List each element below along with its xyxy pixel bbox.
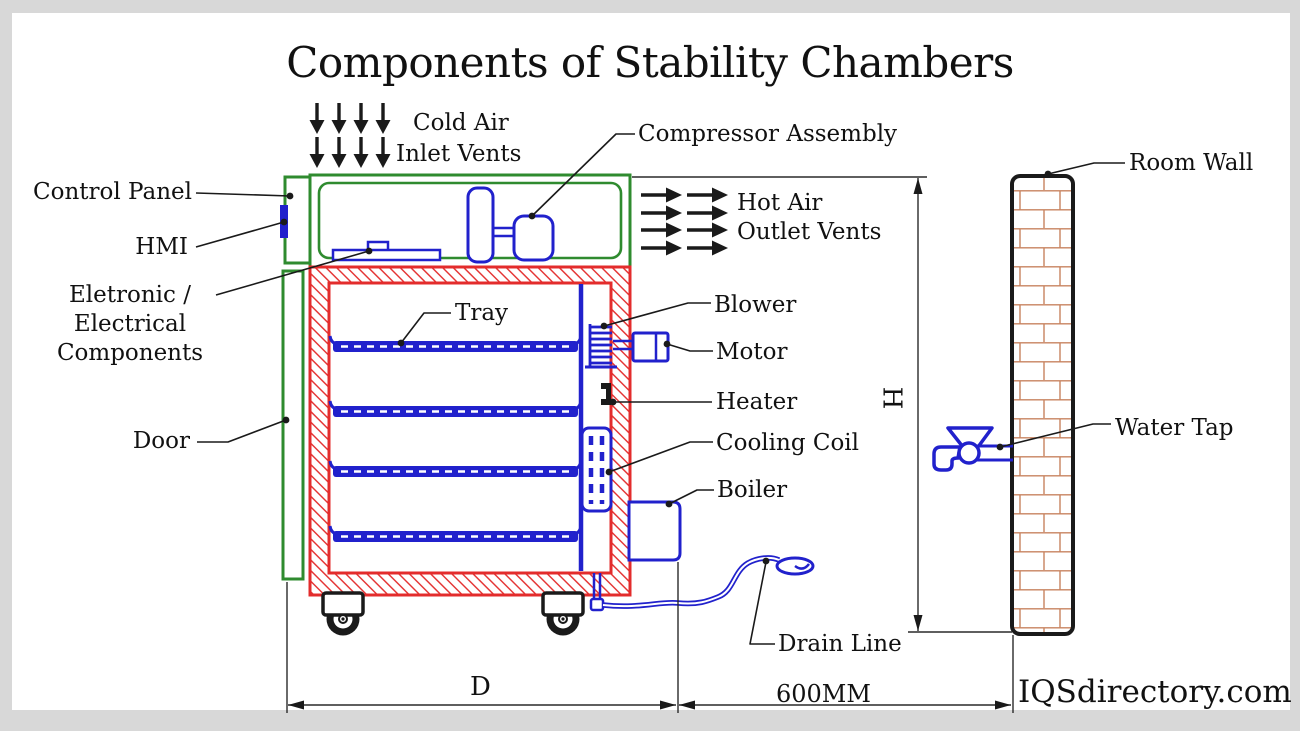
- cooling-coil-shape: [580, 426, 613, 513]
- label-room-wall: Room Wall: [1129, 150, 1254, 176]
- label-inlet-vents: Inlet Vents: [396, 141, 522, 167]
- label-electronic-line3: Components: [56, 340, 204, 366]
- boiler-shape: [627, 500, 682, 562]
- room-wall-shape: [1010, 174, 1075, 636]
- label-heater: Heater: [716, 389, 798, 415]
- heater-shape: [601, 383, 611, 405]
- water-tap-shape: [932, 426, 1013, 472]
- caster-left: [321, 591, 365, 638]
- label-hot-air: Hot Air: [737, 190, 823, 216]
- drain-line-pipe: [589, 555, 815, 612]
- dimension-label-600mm: 600MM: [776, 680, 871, 708]
- label-electronic-components: Eletronic / Electrical Components: [40, 281, 220, 368]
- dimension-d: [286, 582, 676, 713]
- label-cooling-coil: Cooling Coil: [716, 430, 860, 456]
- dimension-label-d: D: [470, 672, 491, 702]
- caster-right: [541, 591, 585, 638]
- label-hmi: HMI: [135, 234, 188, 260]
- label-compressor-assembly: Compressor Assembly: [638, 121, 898, 147]
- cold-air-arrows: [307, 101, 393, 170]
- electronics-module: [331, 240, 442, 262]
- label-electronic-line2: Electrical: [73, 311, 187, 337]
- label-control-panel: Control Panel: [33, 179, 192, 205]
- diagram-title: Components of Stability Chambers: [286, 38, 1014, 87]
- blower-shape: [585, 324, 617, 369]
- dimension-label-h: H: [876, 386, 907, 410]
- label-cold-air: Cold Air: [413, 110, 509, 136]
- label-electronic-line1: Eletronic /: [69, 282, 191, 308]
- label-motor: Motor: [716, 339, 788, 365]
- control-panel-shape: [283, 175, 312, 265]
- door-panel: [281, 269, 305, 581]
- label-tray: Tray: [455, 300, 509, 326]
- label-boiler: Boiler: [717, 477, 788, 503]
- leader-lines: [195, 133, 1125, 645]
- label-drain-line: Drain Line: [778, 631, 902, 657]
- dimension-h: [632, 176, 1012, 633]
- label-blower: Blower: [714, 292, 797, 318]
- watermark-text: IQSdirectory.com: [1018, 674, 1292, 710]
- label-outlet-vents: Outlet Vents: [737, 219, 882, 245]
- label-door: Door: [132, 428, 190, 454]
- hot-air-arrows: [639, 185, 730, 258]
- dimension-600mm: [677, 562, 1014, 713]
- label-water-tap: Water Tap: [1115, 415, 1234, 441]
- compressor-assembly-shape: [466, 186, 555, 264]
